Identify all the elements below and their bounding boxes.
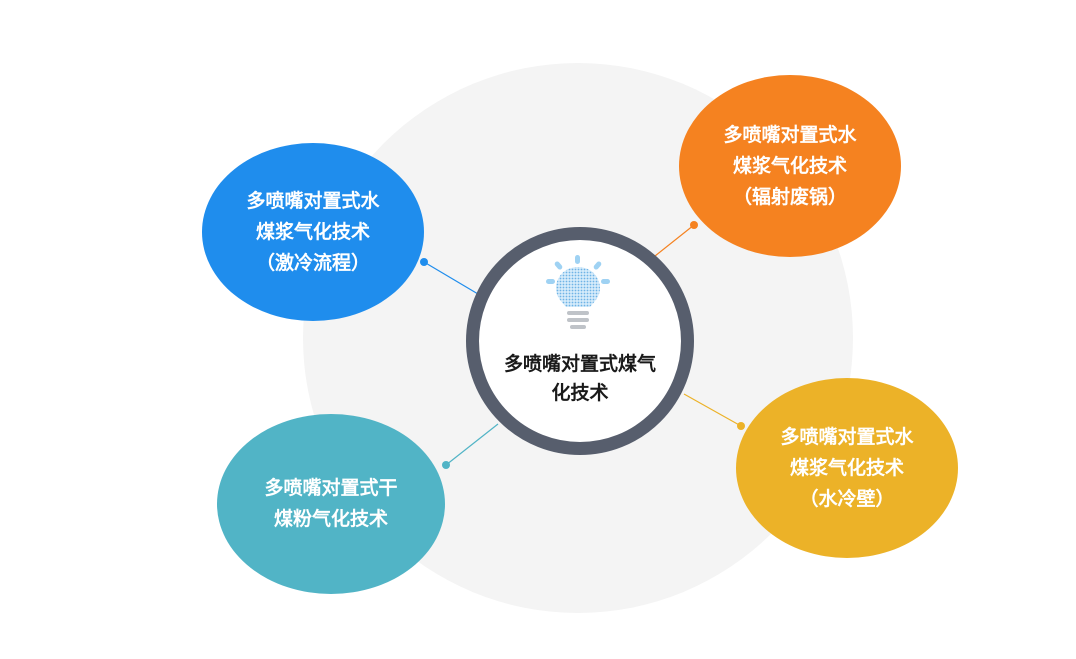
node-top-left-label: 多喷嘴对置式水 煤浆气化技术 （激冷流程）: [246, 189, 380, 274]
node-bottom-left: 多喷嘴对置式干 煤粉气化技术: [217, 414, 445, 594]
node-top-right-label: 多喷嘴对置式水 煤浆气化技术 （辐射废锅）: [723, 123, 857, 208]
connector-dot-bottom-left: [442, 461, 450, 469]
connector-dot-top-left: [420, 258, 428, 266]
node-top-right: 多喷嘴对置式水 煤浆气化技术 （辐射废锅）: [679, 75, 901, 257]
connector-dot-top-right: [690, 221, 698, 229]
node-bottom-left-label: 多喷嘴对置式干 煤粉气化技术: [264, 477, 398, 530]
center-title: 多喷嘴对置式煤气 化技术: [503, 353, 656, 404]
lightbulb-icon: [546, 255, 610, 329]
node-bottom-right: 多喷嘴对置式水 煤浆气化技术 （水冷壁）: [736, 378, 958, 558]
node-bottom-right-label: 多喷嘴对置式水 煤浆气化技术 （水冷壁）: [780, 425, 914, 510]
connector-bottom-right: [683, 393, 742, 427]
connector-top-right: [654, 224, 695, 257]
node-top-left: 多喷嘴对置式水 煤浆气化技术 （激冷流程）: [202, 143, 424, 321]
connector-top-left: [423, 261, 479, 295]
connector-dot-bottom-right: [737, 422, 745, 430]
connector-bottom-left: [445, 423, 499, 466]
